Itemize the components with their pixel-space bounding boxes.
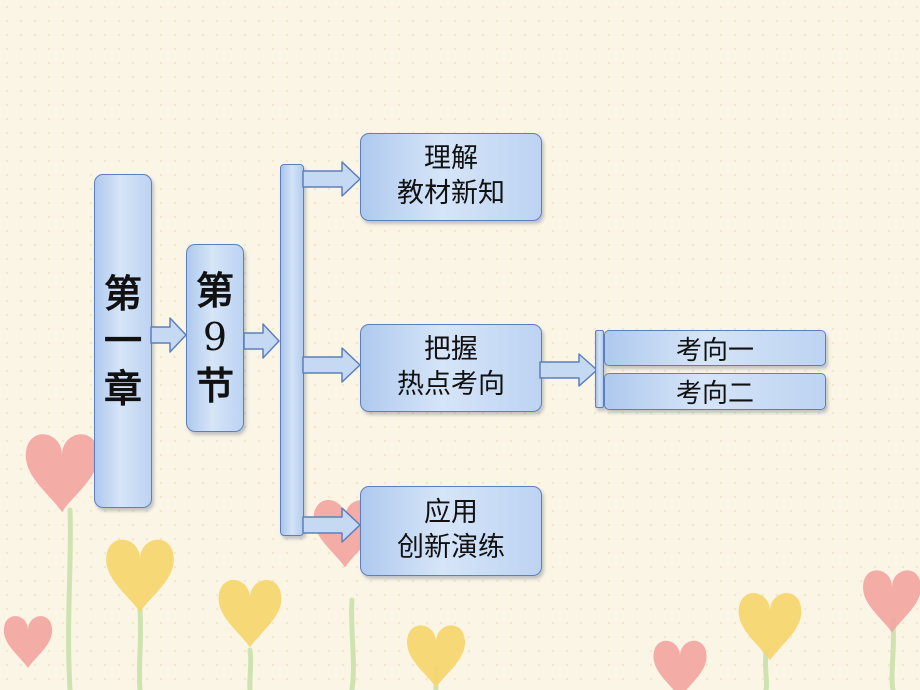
arrow-right-icon: [302, 507, 361, 543]
branch-box-hotspots[interactable]: 把握 热点考向: [360, 324, 542, 412]
arrow-right-icon: [302, 347, 361, 383]
bracket-bar: [280, 164, 304, 536]
sub-bracket-bar: [595, 330, 604, 408]
chapter-char: 一: [103, 318, 142, 364]
branch-line: 应用: [424, 497, 478, 529]
sub-item-direction-1[interactable]: 考向一: [604, 330, 826, 366]
sub-item-label: 考向二: [675, 379, 754, 409]
arrow-right-icon: [150, 317, 187, 353]
sub-item-label: 考向一: [675, 335, 754, 366]
chapter-char: 章: [103, 365, 142, 411]
sub-item-direction-2[interactable]: 考向二: [604, 373, 826, 410]
arrow-right-icon: [302, 161, 361, 197]
section-box: 第 9 节: [186, 244, 244, 432]
branch-line: 创新演练: [397, 532, 505, 563]
branch-line: 把握: [424, 334, 478, 366]
chapter-char: 第: [103, 270, 142, 316]
branch-line: 理解: [424, 143, 478, 175]
chapter-box: 第 一 章: [94, 174, 152, 508]
branch-line: 教材新知: [397, 178, 505, 209]
arrow-right-icon: [243, 323, 280, 359]
section-char: 节: [195, 362, 234, 408]
section-char: 9: [202, 315, 228, 360]
section-char: 第: [195, 267, 234, 313]
arrow-right-icon: [539, 353, 598, 387]
branch-box-understand[interactable]: 理解 教材新知: [360, 133, 542, 221]
branch-line: 热点考向: [397, 369, 505, 400]
branch-box-apply[interactable]: 应用 创新演练: [360, 486, 542, 576]
